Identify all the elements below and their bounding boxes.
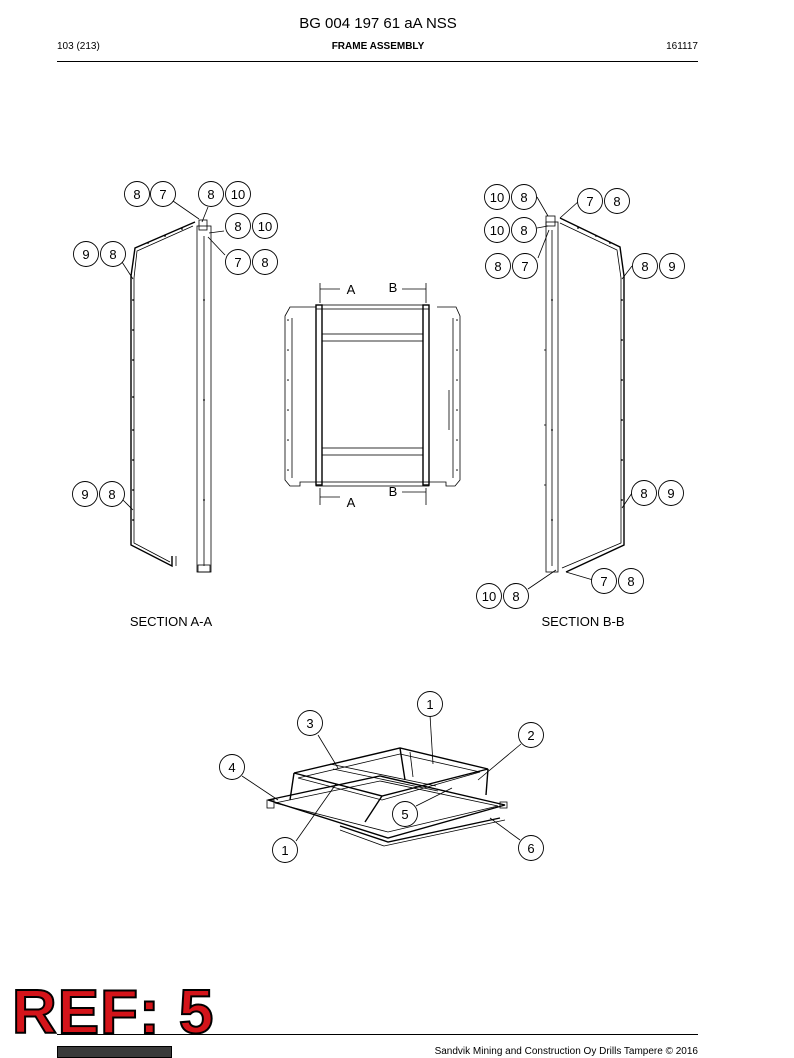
section-b-balloon-16: 8 <box>503 583 529 609</box>
svg-text:9: 9 <box>668 259 675 274</box>
section-a-balloon-7: 7 <box>225 249 251 275</box>
section-a-balloon-9: 9 <box>73 241 99 267</box>
section-a-balloon-8: 8 <box>252 249 278 275</box>
section-a-balloon-2: 7 <box>150 181 176 207</box>
section-a-balloon-11: 9 <box>72 481 98 507</box>
iso-balloon-1-bottom: 1 <box>272 837 298 863</box>
svg-text:8: 8 <box>108 487 115 502</box>
iso-balloon-6: 6 <box>518 835 544 861</box>
section-b-view <box>527 196 633 590</box>
svg-text:9: 9 <box>82 247 89 262</box>
svg-text:2: 2 <box>527 728 534 743</box>
svg-text:8: 8 <box>520 190 527 205</box>
svg-text:5: 5 <box>401 807 408 822</box>
section-a-balloon-10: 8 <box>100 241 126 267</box>
document-title: BG 004 197 61 aA NSS <box>299 15 457 32</box>
section-b-balloon-9: 8 <box>632 253 658 279</box>
svg-text:7: 7 <box>234 255 241 270</box>
svg-text:10: 10 <box>490 190 504 205</box>
svg-text:9: 9 <box>81 487 88 502</box>
iso-balloon-2: 2 <box>518 722 544 748</box>
section-b-balloon-15: 10 <box>476 583 502 609</box>
section-b-balloon-5: 10 <box>484 217 510 243</box>
svg-text:8: 8 <box>627 574 634 589</box>
section-b-balloon-14: 8 <box>618 568 644 594</box>
svg-text:8: 8 <box>261 255 268 270</box>
section-b-balloon-3: 7 <box>577 188 603 214</box>
svg-text:7: 7 <box>521 259 528 274</box>
section-b-balloon-8: 7 <box>512 253 538 279</box>
svg-text:7: 7 <box>159 187 166 202</box>
section-a-balloon-3: 8 <box>198 181 224 207</box>
svg-text:10: 10 <box>231 187 245 202</box>
iso-balloon-1-top: 1 <box>417 691 443 717</box>
svg-text:7: 7 <box>586 194 593 209</box>
svg-text:8: 8 <box>613 194 620 209</box>
svg-text:10: 10 <box>490 223 504 238</box>
iso-balloon-5: 5 <box>392 801 418 827</box>
center-frame-view <box>284 283 461 505</box>
svg-text:4: 4 <box>228 760 235 775</box>
iso-balloon-3: 3 <box>297 710 323 736</box>
svg-text:1: 1 <box>426 697 433 712</box>
svg-text:7: 7 <box>600 574 607 589</box>
section-b-balloon-12: 9 <box>658 480 684 506</box>
cut-b-bottom-label: B <box>389 484 398 499</box>
svg-text:8: 8 <box>640 486 647 501</box>
isometric-frame-view <box>241 714 522 847</box>
svg-text:10: 10 <box>482 589 496 604</box>
header-rule <box>57 61 698 62</box>
iso-balloon-4: 4 <box>219 754 245 780</box>
section-a-view <box>121 200 226 573</box>
section-a-balloon-1: 8 <box>124 181 150 207</box>
section-b-balloon-1: 10 <box>484 184 510 210</box>
section-b-caption: SECTION B-B <box>541 614 624 629</box>
section-a-caption: SECTION A-A <box>130 614 213 629</box>
svg-text:8: 8 <box>207 187 214 202</box>
section-a-balloon-4: 10 <box>225 181 251 207</box>
svg-text:8: 8 <box>512 589 519 604</box>
section-a-balloon-12: 8 <box>99 481 125 507</box>
section-a-balloon-6: 10 <box>252 213 278 239</box>
section-b-balloon-10: 9 <box>659 253 685 279</box>
ref-stamp: REF: 5 <box>11 978 215 1047</box>
date-code: 161117 <box>666 41 698 52</box>
page-number: 103 (213) <box>57 41 100 52</box>
footer-rule <box>57 1034 698 1035</box>
section-b-balloon-2: 8 <box>511 184 537 210</box>
svg-text:3: 3 <box>306 716 313 731</box>
svg-text:8: 8 <box>641 259 648 274</box>
svg-text:8: 8 <box>520 223 527 238</box>
cut-a-bottom-label: A <box>347 495 356 510</box>
svg-text:10: 10 <box>258 219 272 234</box>
cut-b-top-label: B <box>389 280 398 295</box>
svg-text:6: 6 <box>527 841 534 856</box>
sandvik-logo <box>57 1046 172 1058</box>
section-b-balloon-6: 8 <box>511 217 537 243</box>
section-a-balloon-5: 8 <box>225 213 251 239</box>
copyright-text: Sandvik Mining and Construction Oy Drill… <box>434 1046 698 1057</box>
section-b-balloon-11: 8 <box>631 480 657 506</box>
svg-text:8: 8 <box>234 219 241 234</box>
section-title: FRAME ASSEMBLY <box>331 41 425 52</box>
svg-text:1: 1 <box>281 843 288 858</box>
section-b-balloon-4: 8 <box>604 188 630 214</box>
svg-text:9: 9 <box>667 486 674 501</box>
svg-text:8: 8 <box>109 247 116 262</box>
cut-a-top-label: A <box>347 282 356 297</box>
section-b-balloon-7: 8 <box>485 253 511 279</box>
section-b-balloon-13: 7 <box>591 568 617 594</box>
svg-text:8: 8 <box>133 187 140 202</box>
svg-text:8: 8 <box>494 259 501 274</box>
